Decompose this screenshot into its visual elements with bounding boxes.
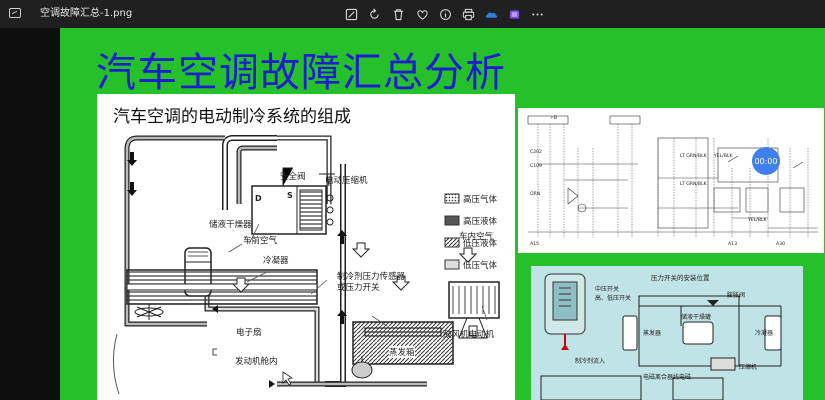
- delete-icon[interactable]: [390, 6, 406, 22]
- rotate-icon[interactable]: [366, 6, 382, 22]
- onedrive-icon[interactable]: [483, 6, 499, 22]
- legend-low-pressure-gas: 低压气体: [463, 261, 498, 271]
- title-bar: 空调故障汇总-1.png: [0, 0, 825, 28]
- edit-icon[interactable]: [343, 6, 359, 22]
- switch-panel-title: 压力开关的安装位置: [651, 274, 710, 282]
- label-dryer: 储液干燥器: [209, 220, 252, 230]
- label-cabin-air: 车内空气: [459, 232, 494, 242]
- label-pressure-switch: 或压力开关: [337, 283, 380, 293]
- pressure-switch-panel: 压力开关的安装位置 中压开关 高、低压开关 膨胀阀 蒸发器 储液干燥罐 冷凝器 …: [531, 266, 803, 400]
- label-discharge: D: [255, 194, 262, 203]
- label-clutch: 电磁离合器线电磁: [643, 374, 692, 381]
- label-high-low-switch: 高、低压开关: [595, 295, 632, 302]
- label-engine-bay: 发动机舱内: [235, 357, 278, 367]
- label-fan: 电子扇: [236, 328, 262, 338]
- label-blower: 鼓风机电动机: [443, 330, 495, 340]
- label-dryer: 储液干燥罐: [681, 314, 712, 321]
- clipchamp-icon[interactable]: [506, 6, 522, 22]
- system-diagram-drawing: [113, 135, 500, 395]
- label-mid-switch: 中压开关: [595, 286, 620, 293]
- system-diagram-title: 汽车空调的电动制冷系统的组成: [113, 107, 351, 127]
- photos-app-icon: [9, 8, 21, 18]
- label-suction: S: [287, 191, 293, 200]
- wiring-diagram-panel: +B C202 C109 ORN LT GRN/BLK YEL/BLK LT G…: [518, 108, 824, 253]
- print-icon[interactable]: [460, 6, 476, 22]
- label-safety-valve: 安全阀: [280, 172, 306, 182]
- legend-low-pressure-liquid: 低压液体: [463, 239, 498, 249]
- image-viewport: 汽车空调故障汇总分析 汽车空调的电动制冷系统的组成: [0, 28, 825, 400]
- pressure-switch-drawing: [540, 273, 782, 400]
- label-switch-compressor: 压缩机: [739, 364, 758, 371]
- label-refrigerant-flow: 制冷剂流入: [575, 358, 606, 365]
- info-icon[interactable]: [437, 6, 453, 22]
- legend-high-pressure-gas: 高压气体: [463, 195, 498, 205]
- slide: 汽车空调故障汇总分析 汽车空调的电动制冷系统的组成: [60, 28, 825, 400]
- slide-title: 汽车空调故障汇总分析: [96, 50, 506, 96]
- label-compressor: 电动压缩机: [325, 176, 368, 186]
- wiring-diagram-drawing: [527, 115, 818, 238]
- system-diagram-panel: 汽车空调的电动制冷系统的组成: [97, 94, 515, 400]
- label-evaporator: 蒸发器: [643, 330, 662, 337]
- file-name: 空调故障汇总-1.png: [40, 8, 133, 19]
- label-expansion-valve: 膨胀阀: [727, 292, 746, 299]
- label-pressure-sensor: 制冷剂压力传感器: [337, 272, 406, 282]
- more-icon[interactable]: [529, 6, 545, 22]
- favorite-icon[interactable]: [414, 6, 430, 22]
- label-condenser: 冷凝器: [263, 256, 289, 266]
- label-evaporator: 蒸发箱: [389, 346, 415, 358]
- timer-badge[interactable]: 00:00: [752, 147, 780, 175]
- label-condenser: 冷凝器: [755, 330, 774, 337]
- label-outside-air: 车前空气: [243, 236, 278, 246]
- legend-high-pressure-liquid: 高压液体: [463, 217, 498, 227]
